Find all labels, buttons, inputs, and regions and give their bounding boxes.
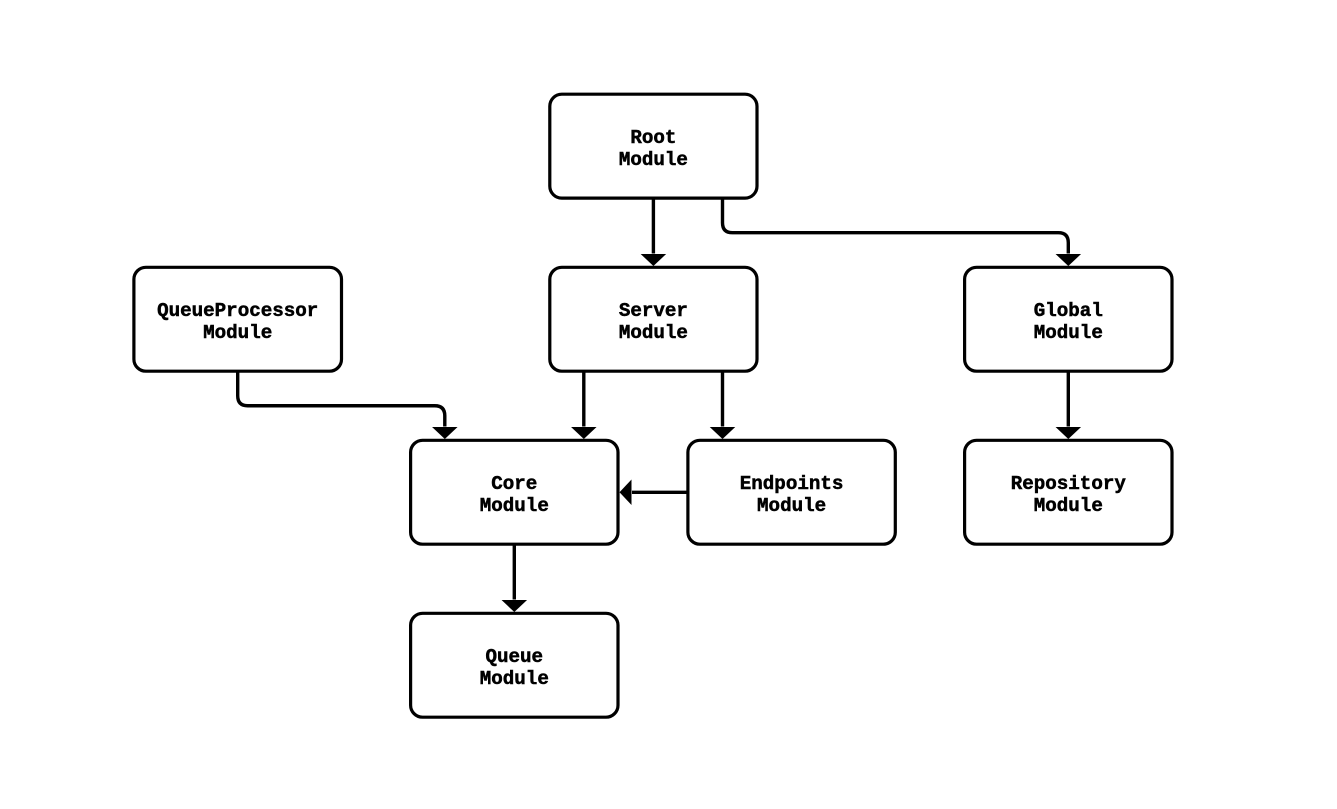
- svg-text:Module: Module: [480, 495, 549, 517]
- svg-text:Module: Module: [619, 149, 688, 171]
- svg-text:Module: Module: [619, 322, 688, 344]
- svg-text:Module: Module: [480, 668, 549, 690]
- svg-text:Module: Module: [757, 495, 826, 517]
- svg-text:Module: Module: [203, 322, 272, 344]
- svg-text:Module: Module: [1034, 322, 1103, 344]
- svg-text:QueueProcessor: QueueProcessor: [157, 300, 318, 322]
- svg-text:Root: Root: [630, 127, 676, 149]
- svg-text:Global: Global: [1034, 300, 1103, 322]
- svg-text:Repository: Repository: [1011, 473, 1127, 495]
- svg-text:Server: Server: [619, 300, 688, 322]
- svg-text:Core: Core: [491, 473, 537, 495]
- svg-text:Module: Module: [1034, 495, 1103, 517]
- svg-text:Queue: Queue: [486, 646, 544, 668]
- svg-text:Endpoints: Endpoints: [740, 473, 844, 495]
